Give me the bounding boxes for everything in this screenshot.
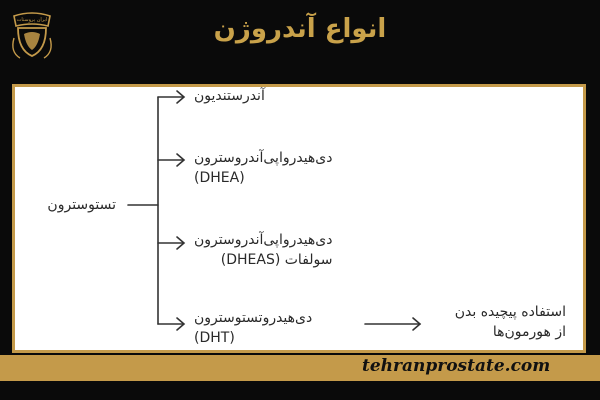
page-title: انواع آندروژن bbox=[213, 14, 387, 44]
branch-node-1: آندرستندیون bbox=[194, 86, 265, 106]
branch-node-4: دی‌هیدروتستوسترون (DHT) bbox=[194, 308, 312, 348]
website-label: tehranprostate.com bbox=[362, 356, 551, 376]
branch-3-sublabel: سولفات (DHEAS) bbox=[220, 252, 333, 268]
diagram-panel bbox=[12, 84, 586, 353]
outcome-line-2: از هورمون‌ها bbox=[492, 324, 566, 340]
branch-node-3: دی‌هیدرواپی‌آندروسترون سولفات (DHEAS) bbox=[194, 230, 333, 270]
branch-node-2: دی‌هیدرواپی‌آندروسترون (DHEA) bbox=[194, 148, 333, 188]
branch-1-label: آندرستندیون bbox=[194, 88, 265, 104]
branch-3-label: دی‌هیدرواپی‌آندروسترون bbox=[194, 232, 333, 248]
branch-2-sublabel: (DHEA) bbox=[194, 170, 245, 186]
footer-band bbox=[0, 355, 600, 381]
outcome-line-1: استفاده پیچیده بدن bbox=[454, 304, 566, 320]
arrow-head-2 bbox=[176, 153, 186, 167]
branch-4-label: دی‌هیدروتستوسترون bbox=[194, 310, 313, 326]
arrow-head-4 bbox=[176, 317, 186, 331]
logo: ایران پروستات bbox=[12, 12, 52, 59]
arrow-head-3 bbox=[176, 236, 186, 250]
branch-4-sublabel: (DHT) bbox=[194, 330, 235, 346]
branch-2-label: دی‌هیدرواپی‌آندروسترون bbox=[194, 150, 333, 166]
root-node: تستوسترون bbox=[47, 197, 116, 213]
outcome-arrow-head bbox=[412, 317, 422, 331]
svg-text:ایران پروستات: ایران پروستات bbox=[17, 17, 48, 23]
arrow-head-1 bbox=[176, 90, 186, 104]
outcome-node: استفاده پیچیده بدن از هورمون‌ها bbox=[426, 302, 566, 342]
